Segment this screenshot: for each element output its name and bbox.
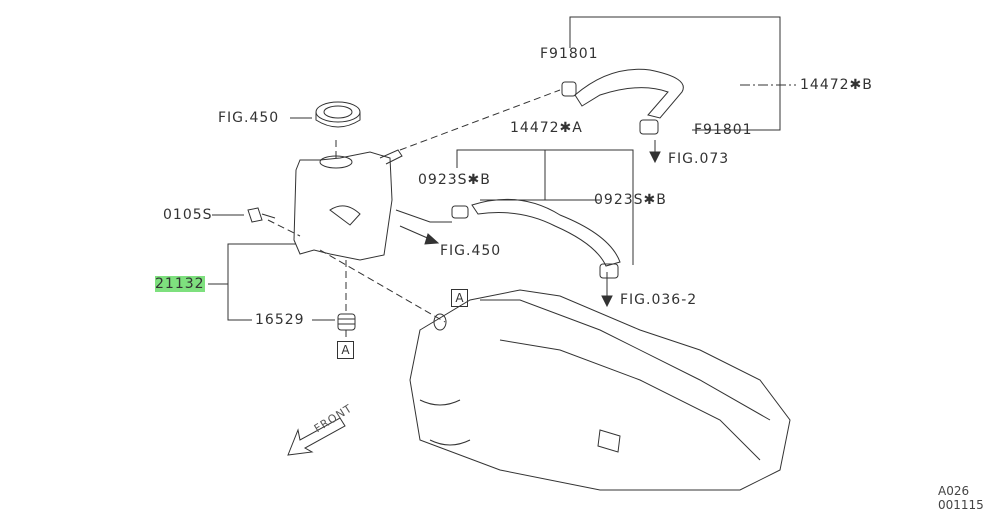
label-fig036-2[interactable]: FIG.036-2 [620, 292, 698, 308]
diagram-id: A026 001115 [938, 484, 984, 512]
ref-a-box-manifold: A [451, 289, 468, 307]
front-arrow-icon [287, 417, 346, 456]
label-14472-a[interactable]: 14472✱A [510, 120, 583, 136]
label-0923s-b-left[interactable]: 0923S✱B [418, 172, 491, 188]
parts-diagram-artwork [208, 16, 796, 491]
label-0923s-b-right[interactable]: 0923S✱B [594, 192, 667, 208]
hose-14472-b [561, 68, 684, 135]
assembly-lines [267, 89, 561, 342]
label-14472-b[interactable]: 14472✱B [800, 77, 873, 93]
grommet-16529 [337, 313, 356, 331]
label-0105s[interactable]: 0105S [163, 207, 213, 223]
intake-manifold [409, 289, 791, 491]
hose-14472-a [451, 198, 621, 279]
label-fig073[interactable]: FIG.073 [668, 151, 730, 167]
label-f91801-top[interactable]: F91801 [540, 46, 599, 62]
bolt-0105s [247, 207, 276, 223]
radiator-cap [315, 101, 361, 128]
ref-a-box-bottom: A [337, 341, 354, 359]
label-21132-highlighted[interactable]: 21132 [155, 276, 205, 292]
label-16529[interactable]: 16529 [255, 312, 305, 328]
reservoir-tank [293, 149, 403, 261]
label-f91801-right[interactable]: F91801 [694, 122, 753, 138]
label-fig450-arrow[interactable]: FIG.450 [440, 243, 502, 259]
label-fig450-cap[interactable]: FIG.450 [218, 110, 280, 126]
